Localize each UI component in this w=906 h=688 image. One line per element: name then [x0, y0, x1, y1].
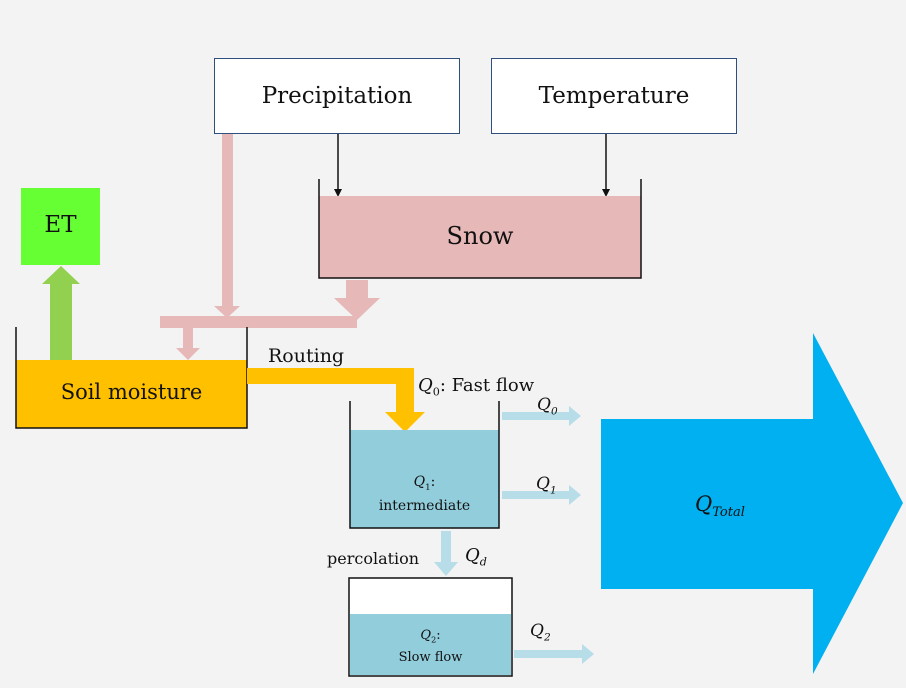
qd-symbol: Q [465, 545, 480, 566]
snow-store-fill [319, 196, 641, 278]
et-box [21, 188, 100, 265]
slow-flow-symbol: Q [420, 628, 432, 643]
et-label: ET [44, 212, 77, 238]
lower-store-fill [350, 614, 511, 675]
qd-label: Qd [465, 545, 487, 569]
et-arrow [42, 266, 80, 360]
q1-label: Q1 [536, 474, 557, 496]
q2-outflow-arrow [514, 644, 594, 664]
fast-flow-label: Q0: Fast flow [418, 375, 534, 399]
routing-arrow [247, 368, 425, 432]
qd-sub: d [479, 555, 487, 569]
q0-outflow-arrow [502, 406, 581, 426]
q1-sub: 1 [549, 484, 557, 497]
soil-store-fill [16, 360, 247, 428]
upper-store-fill [350, 430, 499, 528]
intermediate-symbol: Q [413, 474, 426, 490]
snowmelt-arrow [334, 280, 380, 320]
water-to-soil-arrow [176, 328, 200, 360]
q0-symbol: Q [537, 395, 551, 415]
slow-flow-name: Slow flow [398, 649, 463, 665]
total-sub: Total [712, 505, 745, 521]
fast-flow-sub: 0 [432, 385, 440, 399]
slow-flow-store-label: Q2: Slow flow [350, 627, 511, 666]
intermediate-colon: : [430, 474, 436, 490]
slow-flow-colon: : [436, 628, 441, 643]
fast-flow-symbol: Q [418, 375, 433, 396]
total-symbol: Q [695, 492, 713, 516]
total-flow-label: QTotal [695, 492, 745, 520]
fast-flow-text: : Fast flow [439, 375, 535, 396]
precipitation-label: Precipitation [261, 83, 413, 109]
q0-label: Q0 [537, 395, 558, 417]
q2-sub: 2 [543, 631, 551, 644]
snow-store-tank [318, 179, 642, 279]
routing-label: Routing [268, 345, 345, 367]
intermediate-sub: 1 [425, 482, 431, 493]
q1-outflow-arrow [502, 485, 581, 505]
snow-label: Snow [446, 222, 514, 250]
total-flow-arrow [601, 333, 903, 674]
q0-sub: 0 [550, 405, 558, 418]
percolation-label: percolation [327, 549, 420, 568]
q2-symbol: Q [530, 621, 544, 641]
precipitation-box: Precipitation [214, 58, 460, 134]
intermediate-name: intermediate [378, 497, 471, 514]
intermediate-store-label: Q1: intermediate [350, 473, 499, 515]
soil-moisture-label: Soil moisture [60, 380, 203, 404]
upper-store-tank [349, 401, 500, 529]
q1-symbol: Q [536, 474, 550, 494]
q2-label: Q2 [530, 621, 551, 643]
precip-to-soil-arrow [214, 133, 240, 318]
slow-flow-sub: 2 [431, 635, 437, 645]
percolation-arrow [434, 531, 458, 576]
precip-to-snow-arrowhead [334, 189, 342, 197]
temperature-box: Temperature [491, 58, 737, 134]
temp-to-snow-arrowhead [602, 189, 610, 197]
temperature-label: Temperature [538, 83, 690, 109]
combined-water-bar [160, 316, 357, 328]
